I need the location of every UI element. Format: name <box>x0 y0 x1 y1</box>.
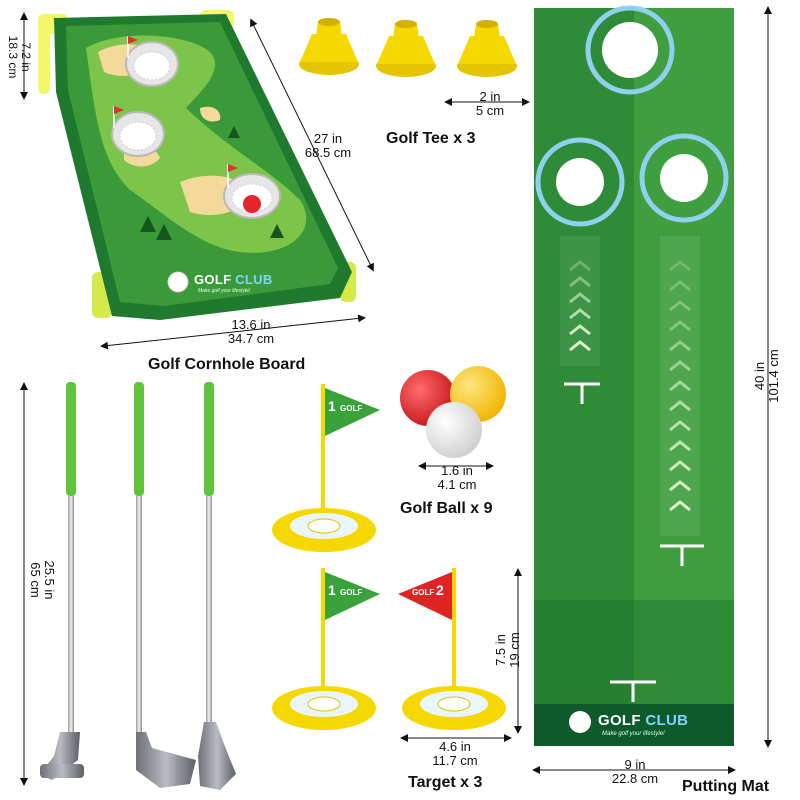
target-flag2-number: 2 <box>436 582 444 598</box>
tee-caption: Golf Tee x 3 <box>386 130 476 147</box>
target-flag1b-number: 1 <box>328 582 336 598</box>
ball-caption: Golf Ball x 9 <box>400 500 493 517</box>
cornhole-brand-golf: GOLF <box>194 272 232 287</box>
target-height-in: 7.5 in <box>493 634 508 666</box>
target-height-cm: 19 cm <box>507 632 522 668</box>
mat-caption: Putting Mat <box>682 778 770 795</box>
cornhole-diagonal-in: 27 in <box>313 131 343 146</box>
cornhole-width-cm: 34.7 cm <box>227 331 275 346</box>
club-length-label: 25.5 in 65 cm <box>28 550 57 610</box>
golf-tee-3 <box>457 20 517 77</box>
cornhole-caption: Golf Cornhole Board <box>148 356 306 373</box>
cornhole-brand: GOLF CLUB <box>194 272 273 287</box>
target-1 <box>272 384 380 552</box>
cornhole-height-cm: 18.3 cm <box>6 35 20 79</box>
ball-size-label: 1.6 in 4.1 cm <box>424 464 490 492</box>
mat-width-cm: 22.8 cm <box>611 771 659 786</box>
cornhole-height-label: 7.2 in 18.3 cm <box>6 32 33 82</box>
target-flag1-number: 1 <box>328 398 336 414</box>
golf-club-wood <box>198 382 236 790</box>
cornhole-hole-2 <box>111 106 165 157</box>
golf-ball-white <box>426 402 482 458</box>
mat-length-label: 40 in 101.4 cm <box>752 341 781 411</box>
ball-size-in: 1.6 in <box>441 463 473 478</box>
golf-club-putter <box>40 382 84 780</box>
target-width-label: 4.6 in 11.7 cm <box>420 740 490 768</box>
golf-tee-1 <box>299 18 359 75</box>
cornhole-width-in: 13.6 in <box>231 317 271 332</box>
target-width-in: 4.6 in <box>439 739 471 754</box>
target-height-label: 7.5 in 19 cm <box>493 620 522 680</box>
target-width-cm: 11.7 cm <box>432 753 478 768</box>
target-flag1b-word: GOLF <box>340 588 363 597</box>
mat-tagline: Make golf your lifestyle! <box>602 731 665 737</box>
target-3 <box>398 568 506 730</box>
cornhole-height-in: 7.2 in <box>19 42 33 72</box>
mat-width-label: 9 in 22.8 cm <box>600 758 670 786</box>
cornhole-brand-club: CLUB <box>235 272 273 287</box>
tee-size-label: 2 in 5 cm <box>470 90 510 118</box>
cornhole-width-label: 13.6 in 34.7 cm <box>196 318 306 346</box>
cornhole-diagonal-label: 27 in 68.5 cm <box>288 132 368 160</box>
target-flag2-word: GOLF <box>412 588 435 597</box>
putting-mat <box>534 5 734 746</box>
tee-size-cm: 5 cm <box>475 103 505 118</box>
ball-size-cm: 4.1 cm <box>437 477 477 492</box>
golf-club-iron <box>134 382 196 788</box>
target-caption: Target x 3 <box>408 774 483 791</box>
club-length-in: 25.5 in <box>42 560 57 600</box>
club-length-cm: 65 cm <box>28 562 43 598</box>
cornhole-hole-1 <box>125 36 179 87</box>
cornhole-tagline: Make golf your lifestyle! <box>198 288 251 294</box>
mat-length-in: 40 in <box>752 361 767 391</box>
mat-brand: GOLF CLUB <box>598 712 688 729</box>
mat-length-cm: 101.4 cm <box>766 349 781 403</box>
mat-width-in: 9 in <box>624 757 646 772</box>
tee-size-in: 2 in <box>479 89 501 104</box>
target-2 <box>272 568 380 730</box>
mat-brand-golf: GOLF <box>598 712 641 729</box>
target-flag1-word: GOLF <box>340 404 363 413</box>
mat-brand-club: CLUB <box>645 712 689 729</box>
golf-tee-2 <box>376 20 436 77</box>
cornhole-diagonal-cm: 68.5 cm <box>304 145 352 160</box>
